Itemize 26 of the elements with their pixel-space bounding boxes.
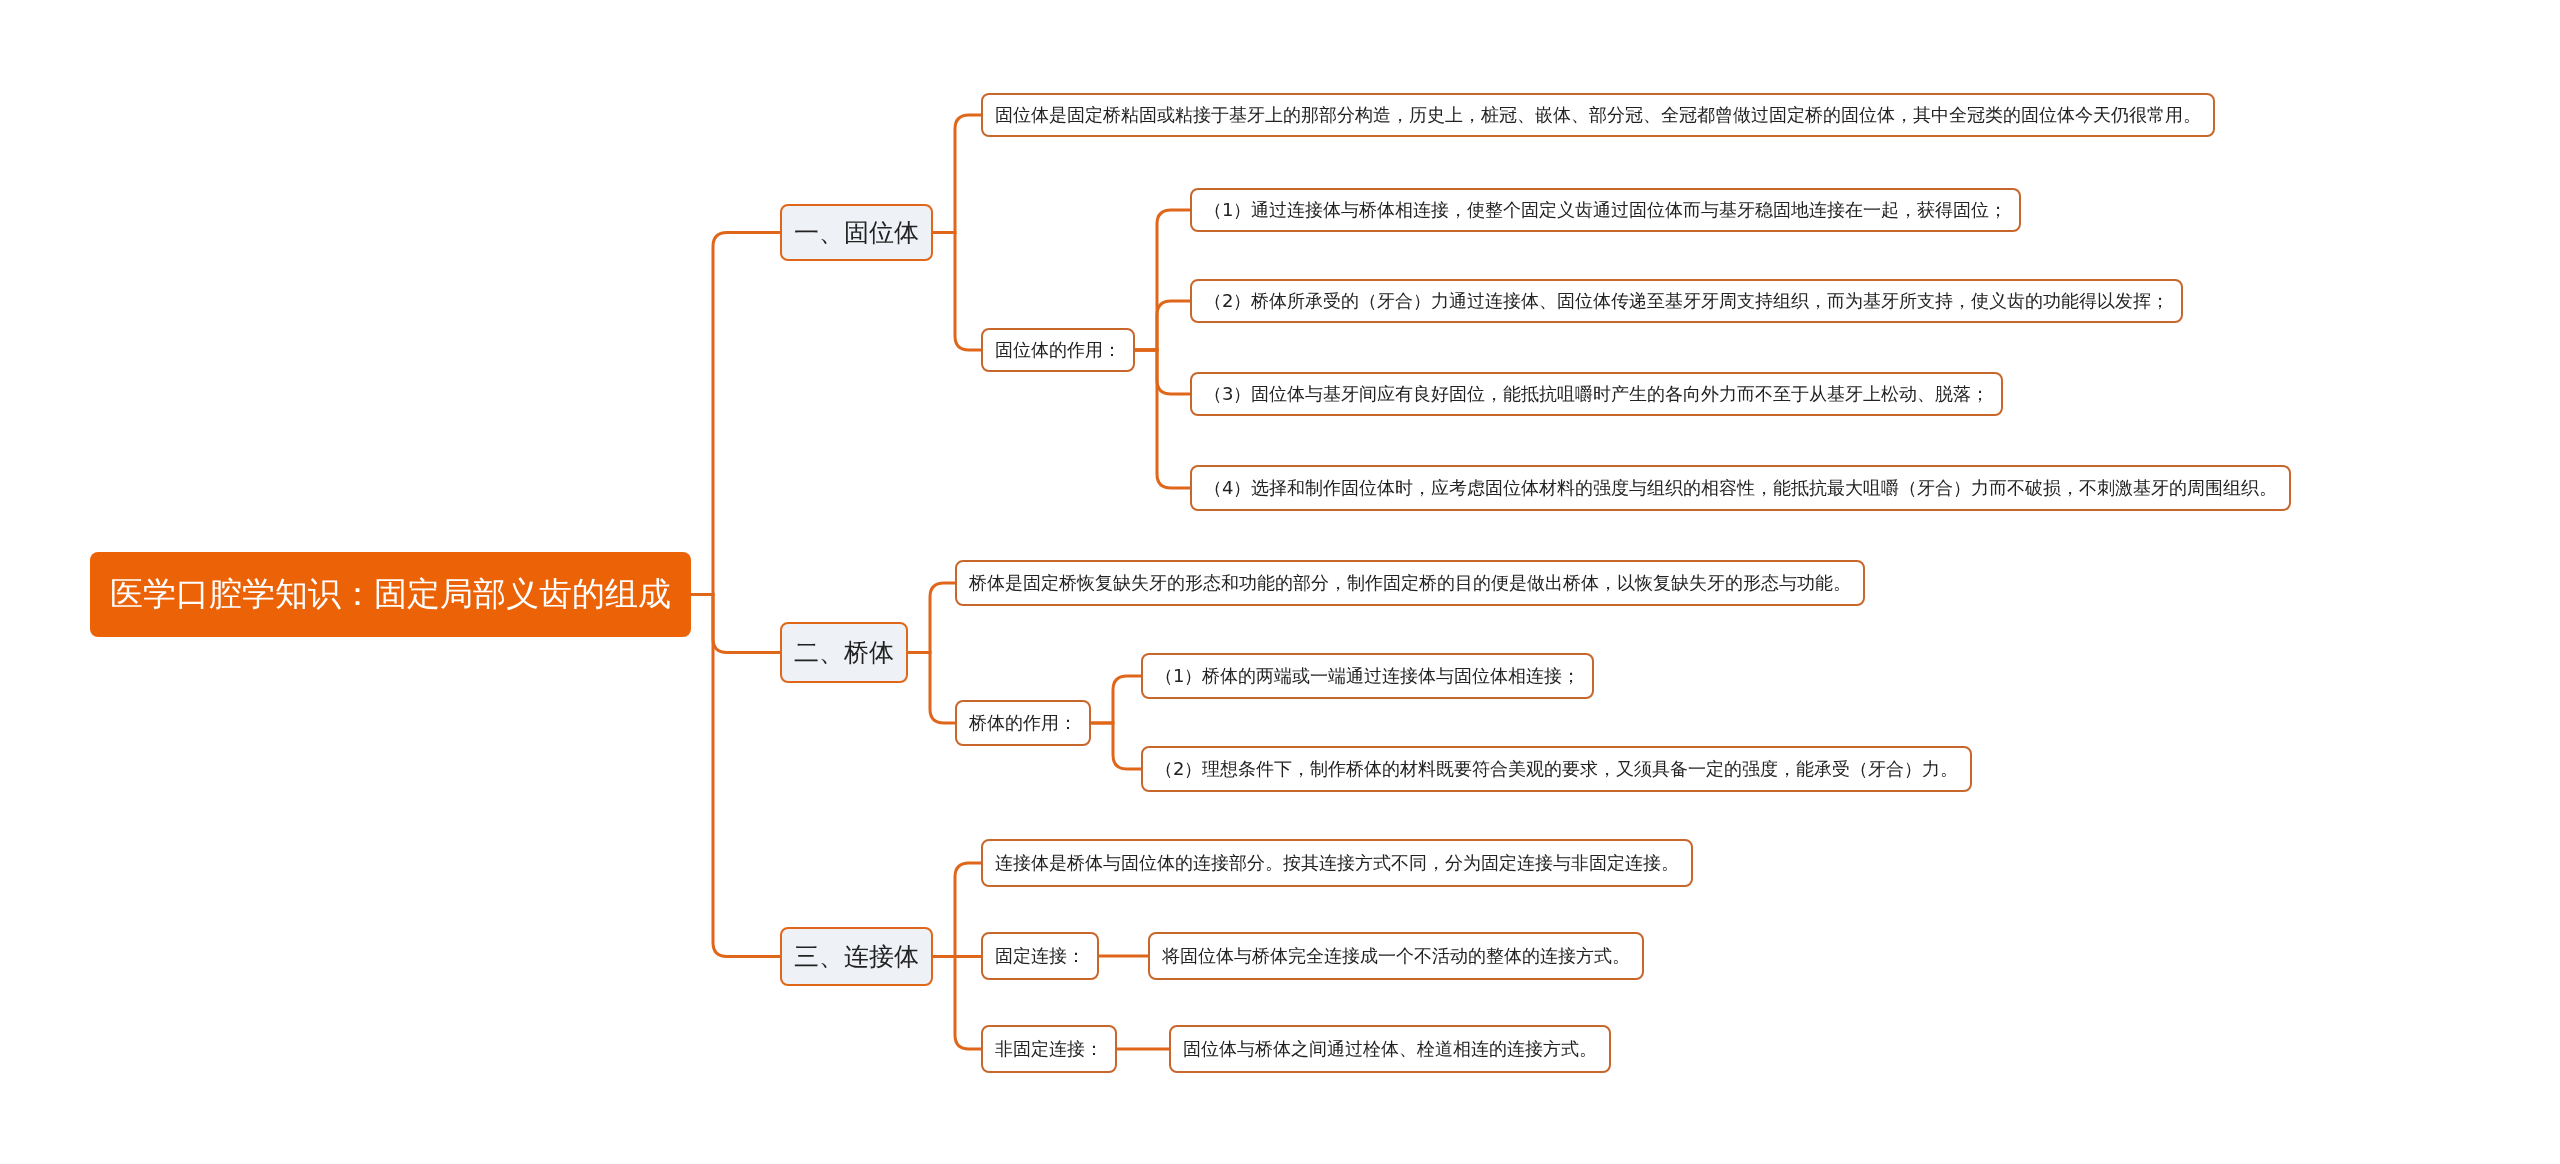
topic-box: 一、固位体 — [780, 204, 933, 261]
subtopic-box: 非固定连接： — [981, 1025, 1117, 1073]
subtopic-box: 固定连接： — [981, 932, 1099, 980]
subtopic-box: 桥体的作用： — [955, 700, 1091, 746]
subtopic-box: 连接体是桥体与固位体的连接部分。按其连接方式不同，分为固定连接与非固定连接。 — [981, 839, 1693, 887]
connector-line — [933, 955, 981, 1051]
subtopic-box: 桥体是固定桥恢复缺失牙的形态和功能的部分，制作固定桥的目的便是做出桥体，以恢复缺失牙的形态与功能。 — [955, 560, 1865, 606]
subtopic-box: （1）桥体的两端或一端通过连接体与固位体相连接； — [1141, 653, 1595, 699]
subtopic-box: 固位体是固定桥粘固或粘接于基牙上的那部分构造，历史上，桩冠、嵌体、部分冠、全冠都曾做过固定桥的固位体，其中全冠类的固位体今天仍很常用。 — [981, 93, 2215, 137]
connector-line — [933, 231, 981, 352]
subtopic-box: 固位体的作用： — [981, 328, 1135, 372]
connector-line — [908, 651, 955, 725]
subtopic-box: （4）选择和制作固位体时，应考虑固位体材料的强度与组织的相容性，能抵抗最大咀嚼（牙合）力而不破损，不刺激基牙的周围组织。 — [1190, 465, 2292, 511]
subtopic-box: 将固位体与桥体完全连接成一个不活动的整体的连接方式。 — [1148, 932, 1644, 980]
subtopic-box: （2）桥体所承受的（牙合）力通过连接体、固位体传递至基牙牙周支持组织，而为基牙所支持，使义齿的功能得以发挥； — [1190, 279, 2184, 323]
connector-line — [1099, 954, 1148, 958]
connector-line — [1117, 1047, 1169, 1051]
topic-box: 三、连接体 — [780, 927, 933, 986]
subtopic-box: （2）理想条件下，制作桥体的材料既要符合美观的要求，又须具备一定的强度，能承受（牙合）力。 — [1141, 746, 1973, 792]
connector-line — [691, 593, 780, 958]
subtopic-box: （1）通过连接体与桥体相连接，使整个固定义齿通过固位体而与基牙稳固地连接在一起，获得固位； — [1190, 188, 2022, 232]
subtopic-box: 固位体与桥体之间通过栓体、栓道相连的连接方式。 — [1169, 1025, 1611, 1073]
topic-box: 二、桥体 — [780, 622, 908, 683]
subtopic-box: （3）固位体与基牙间应有良好固位，能抵抗咀嚼时产生的各向外力而不至于从基牙上松动、脱落； — [1190, 372, 2004, 416]
connector-line — [1091, 721, 1141, 771]
central-topic-box: 医学口腔学知识：固定局部义齿的组成 — [90, 552, 691, 637]
